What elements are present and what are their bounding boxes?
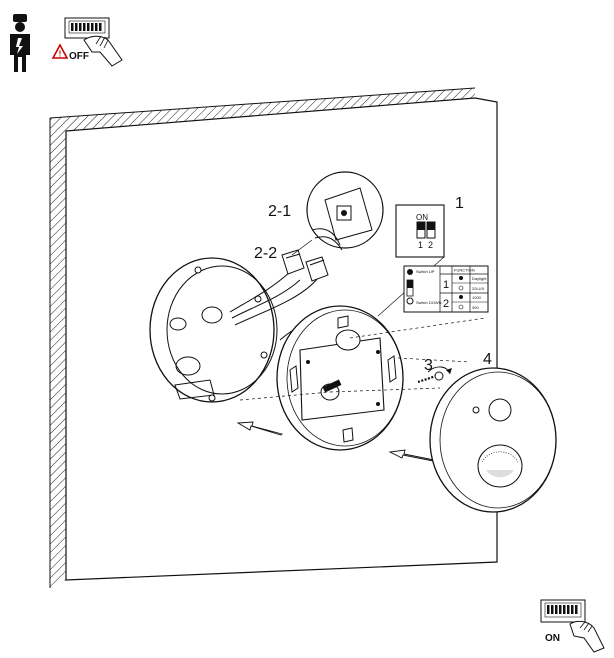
assembly-arrow-right <box>388 449 435 462</box>
terminal-blocks <box>281 249 329 282</box>
on-label: ON <box>545 633 560 644</box>
callout-4: 4 <box>483 351 492 368</box>
cover-plate <box>429 367 557 513</box>
circuit-breaker-on-icon <box>540 599 605 653</box>
table-row-1-up: Daylight <box>472 276 487 281</box>
switch-down-label: Switch DOWN <box>416 300 442 305</box>
table-row-2-up: 1000 <box>472 295 482 300</box>
alignment-lines <box>239 317 486 401</box>
electrician-icon <box>10 14 30 72</box>
callout-2-2: 2-2 <box>254 245 277 262</box>
dip-on-label: ON <box>416 213 428 222</box>
dip-switch-detail <box>377 204 445 317</box>
junction-box <box>149 257 278 403</box>
sensor-base-plate <box>276 305 404 451</box>
settings-table <box>403 265 489 313</box>
callout-1: 1 <box>455 195 464 212</box>
off-label: OFF <box>69 51 89 62</box>
circuit-breaker-hand-icon <box>64 17 123 67</box>
table-row-2-down: 300 <box>472 305 479 310</box>
table-row-1-num: 1 <box>443 279 449 291</box>
table-row-1-down: 20LUX <box>472 286 485 291</box>
warning-triangle-icon: ! <box>51 43 69 59</box>
svg-text:!: ! <box>59 50 62 59</box>
screw <box>417 366 452 384</box>
dip-pin-2: 2 <box>428 240 433 250</box>
callout-2-1: 2-1 <box>268 203 291 220</box>
assembly-arrow-left <box>236 421 283 436</box>
table-header: FUNCTION <box>454 268 475 273</box>
detail-bubble-2-1 <box>291 171 384 256</box>
table-row-2-num: 2 <box>443 298 449 310</box>
dip-pin-1: 1 <box>418 240 423 250</box>
callout-3: 3 <box>424 357 433 374</box>
switch-up-label: Switch UP <box>416 269 435 274</box>
